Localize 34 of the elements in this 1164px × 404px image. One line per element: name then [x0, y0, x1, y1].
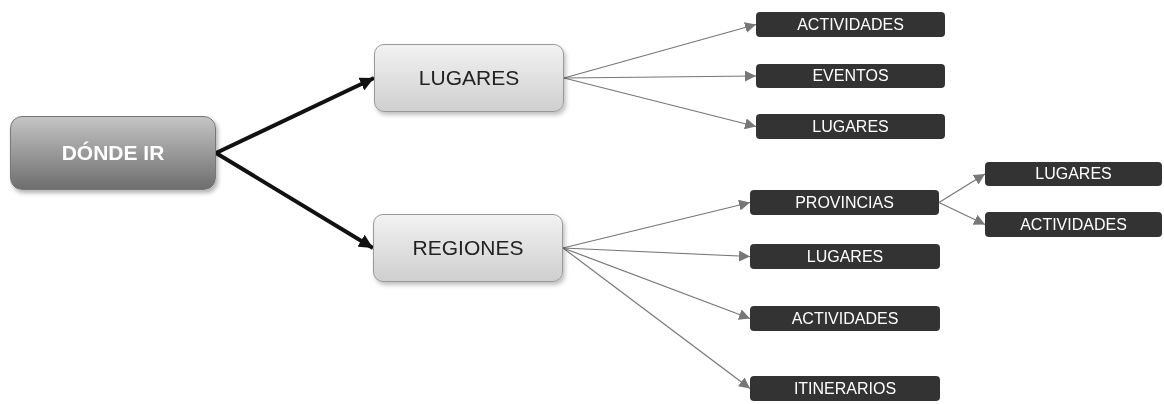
- rounded-box: [10, 116, 216, 190]
- label-box: [985, 162, 1162, 186]
- node-label: ACTIVIDADES: [1020, 215, 1127, 234]
- node-label: DÓNDE IR: [61, 141, 165, 165]
- arrow: [938, 173, 986, 204]
- arrow: [562, 199, 751, 249]
- label-box: [756, 64, 945, 88]
- rounded-box: [374, 44, 564, 112]
- label-box: [985, 212, 1162, 237]
- arrow: [562, 247, 751, 320]
- arrow: [214, 151, 375, 250]
- node-label: LUGARES: [418, 66, 520, 90]
- label-box: [750, 190, 939, 215]
- arrow: [938, 201, 986, 226]
- label-box: [750, 244, 940, 269]
- label-box: [756, 12, 945, 37]
- arrow: [562, 247, 751, 262]
- node-label: ACTIVIDADES: [797, 15, 904, 34]
- node-label: PROVINCIAS: [795, 193, 894, 212]
- label-box: [750, 306, 940, 331]
- rounded-box: [373, 214, 563, 282]
- label-box: [756, 114, 945, 139]
- node-label: ITINERARIOS: [793, 379, 897, 398]
- arrow: [563, 70, 757, 82]
- label-box: [750, 376, 940, 401]
- arrow: [563, 77, 757, 130]
- node-label: LUGARES: [812, 117, 889, 136]
- node-label: LUGARES: [1035, 165, 1112, 183]
- node-label: ACTIVIDADES: [791, 309, 899, 328]
- node-label: REGIONES: [412, 236, 524, 260]
- arrow: [562, 247, 751, 390]
- node-label: LUGARES: [806, 247, 884, 266]
- node-label: EVENTOS: [812, 67, 889, 85]
- arrow: [215, 76, 375, 155]
